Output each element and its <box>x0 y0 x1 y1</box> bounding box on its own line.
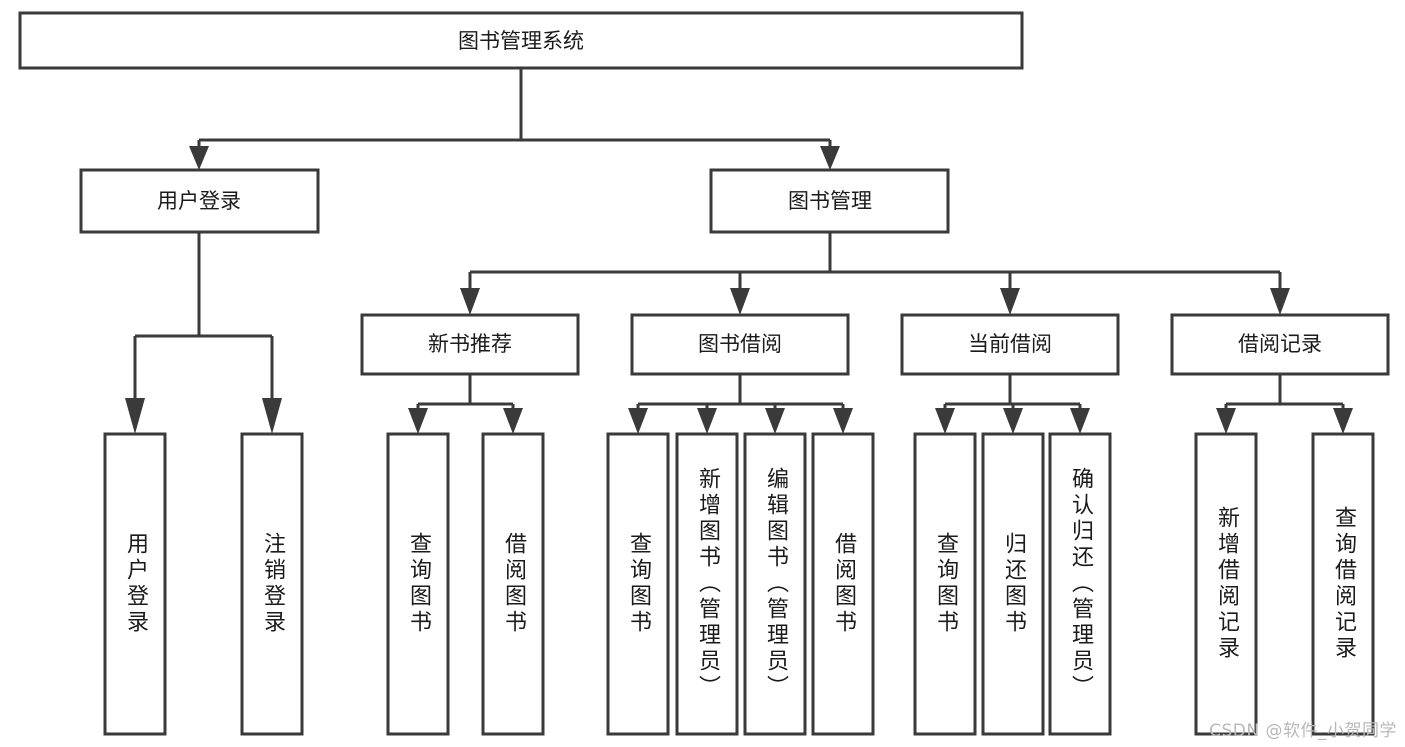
node-leaf-user-login-box[interactable] <box>103 432 167 736</box>
arrow-head-icon <box>1216 408 1236 434</box>
node-leaf-return-book-box[interactable] <box>981 432 1045 736</box>
node-borrow-record-box[interactable] <box>1170 313 1390 376</box>
node-book-management[interactable]: 图书管理 <box>709 168 950 234</box>
node-book-borrow[interactable]: 图书借阅 <box>630 313 850 376</box>
edge-layer <box>125 68 1353 434</box>
node-root[interactable]: 图书管理系统 <box>18 11 1024 70</box>
node-leaf-borrow-book-1-box[interactable] <box>481 432 545 736</box>
watermark-text: CSDN @软件_小贺同学 <box>1209 721 1397 741</box>
node-user-login-box[interactable] <box>79 168 320 234</box>
arrow-head-icon <box>1003 408 1023 434</box>
node-book-management-label: 图书管理 <box>788 189 872 213</box>
arrow-head-icon <box>125 398 145 434</box>
node-leaf-query-record-box[interactable] <box>1311 432 1375 736</box>
node-leaf-add-record-box[interactable] <box>1194 432 1258 736</box>
node-new-book-recommend[interactable]: 新书推荐 <box>360 313 580 376</box>
arrow-head-icon <box>697 408 717 434</box>
node-leaf-query-book-2-box[interactable] <box>606 432 670 736</box>
node-user-login[interactable]: 用户登录 <box>79 168 320 234</box>
node-new-book-recommend-box[interactable] <box>360 313 580 376</box>
node-leaf-edit-book-box[interactable] <box>743 432 807 736</box>
arrow-head-icon <box>189 146 209 170</box>
arrow-head-icon <box>1070 408 1090 434</box>
arrow-head-icon <box>820 146 840 170</box>
node-book-management-box[interactable] <box>709 168 950 234</box>
arrow-head-icon <box>833 408 853 434</box>
arrow-head-icon <box>460 288 480 315</box>
node-leaf-borrow-book-2-box[interactable] <box>811 432 875 736</box>
node-new-book-recommend-label: 新书推荐 <box>428 332 512 356</box>
arrow-head-icon <box>628 408 648 434</box>
node-book-borrow-box[interactable] <box>630 313 850 376</box>
node-user-login-label: 用户登录 <box>157 189 241 213</box>
arrow-head-icon <box>1000 288 1020 315</box>
node-current-borrow[interactable]: 当前借阅 <box>900 313 1120 376</box>
node-current-borrow-box[interactable] <box>900 313 1120 376</box>
node-borrow-record-label: 借阅记录 <box>1238 332 1322 356</box>
node-book-borrow-label: 图书借阅 <box>698 332 782 356</box>
node-leaf-user-logout-box[interactable] <box>240 432 304 736</box>
node-borrow-record[interactable]: 借阅记录 <box>1170 313 1390 376</box>
arrow-head-icon <box>503 408 523 434</box>
arrow-head-icon <box>935 408 955 434</box>
node-leaf-query-book-1-box[interactable] <box>386 432 450 736</box>
arrow-head-icon <box>408 408 428 434</box>
node-leaf-add-book-box[interactable] <box>675 432 739 736</box>
arrow-head-icon <box>765 408 785 434</box>
node-root-box[interactable] <box>18 11 1024 70</box>
node-root-label: 图书管理系统 <box>458 29 584 53</box>
node-leaf-confirm-return-box[interactable] <box>1048 432 1112 736</box>
node-layer: 图书管理系统 用户登录 图书管理 新书推荐 图书借阅 当前 <box>18 11 1390 736</box>
arrow-head-icon <box>1333 408 1353 434</box>
node-leaf-query-book-3-box[interactable] <box>913 432 977 736</box>
arrow-head-icon <box>262 398 282 434</box>
arrow-head-icon <box>1270 288 1290 315</box>
node-current-borrow-label: 当前借阅 <box>968 332 1052 356</box>
arrow-head-icon <box>730 288 750 315</box>
